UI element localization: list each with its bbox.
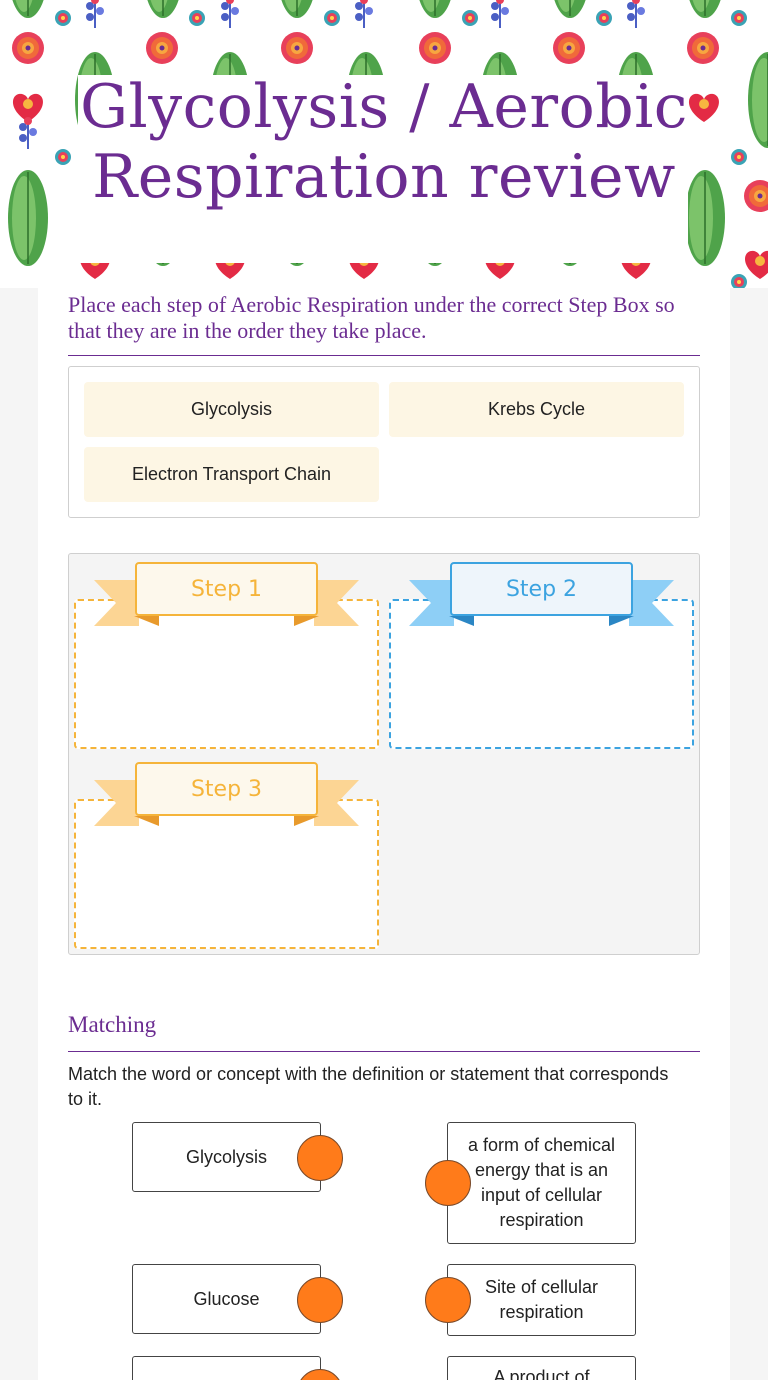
bank-item-glycolysis[interactable]: Glycolysis — [84, 382, 379, 437]
step-2-zone[interactable]: Step 2 — [389, 562, 694, 752]
step-1-zone[interactable]: Step 1 — [74, 562, 379, 752]
match-term-glycolysis-connector[interactable] — [297, 1135, 343, 1181]
step-3-zone[interactable]: Step 3 — [74, 762, 379, 952]
step-2-label: Step 2 — [450, 562, 633, 616]
step-3-ribbon — [94, 780, 359, 826]
match-term-glucose-connector[interactable] — [297, 1277, 343, 1323]
bank-item-electron-transport-chain[interactable]: Electron Transport Chain — [84, 447, 379, 502]
match-definition-chemical-energy-connector[interactable] — [425, 1160, 471, 1206]
match-term-glycolysis[interactable]: Glycolysis — [132, 1122, 321, 1192]
ordering-instruction: Place each step of Aerobic Respiration u… — [68, 292, 675, 343]
step-1-label: Step 1 — [135, 562, 318, 616]
bank-item-krebs-cycle[interactable]: Krebs Cycle — [389, 382, 684, 437]
step-2-ribbon — [409, 580, 674, 626]
worksheet-header: Glycolysis / Aerobic Respiration review — [0, 0, 768, 288]
page-title: Glycolysis / Aerobic Respiration review — [78, 72, 690, 212]
page-title-line-1: Glycolysis / Aerobic — [80, 72, 688, 142]
step-3-label: Step 3 — [135, 762, 318, 816]
answer-bank: Glycolysis Krebs Cycle Electron Transpor… — [68, 366, 700, 518]
match-term-3[interactable] — [132, 1356, 321, 1380]
match-definition-site[interactable]: Site of cellular respiration — [447, 1264, 636, 1336]
step-1-ribbon — [94, 580, 359, 626]
match-definition-chemical-energy[interactable]: a form of chemical energy that is an inp… — [447, 1122, 636, 1244]
step-dropzone-area: Step 1 Step 2 Step 3 — [68, 553, 700, 955]
matching-section-title: Matching — [68, 1012, 157, 1037]
matching-instruction: Match the word or concept with the defin… — [68, 1064, 669, 1109]
match-definition-product[interactable]: A product of — [447, 1356, 636, 1380]
match-term-glucose[interactable]: Glucose — [132, 1264, 321, 1334]
section-divider — [68, 355, 700, 356]
title-backdrop — [78, 75, 688, 263]
match-definition-site-connector[interactable] — [425, 1277, 471, 1323]
page-title-line-2: Respiration review — [92, 142, 676, 212]
matching-divider — [68, 1051, 700, 1052]
